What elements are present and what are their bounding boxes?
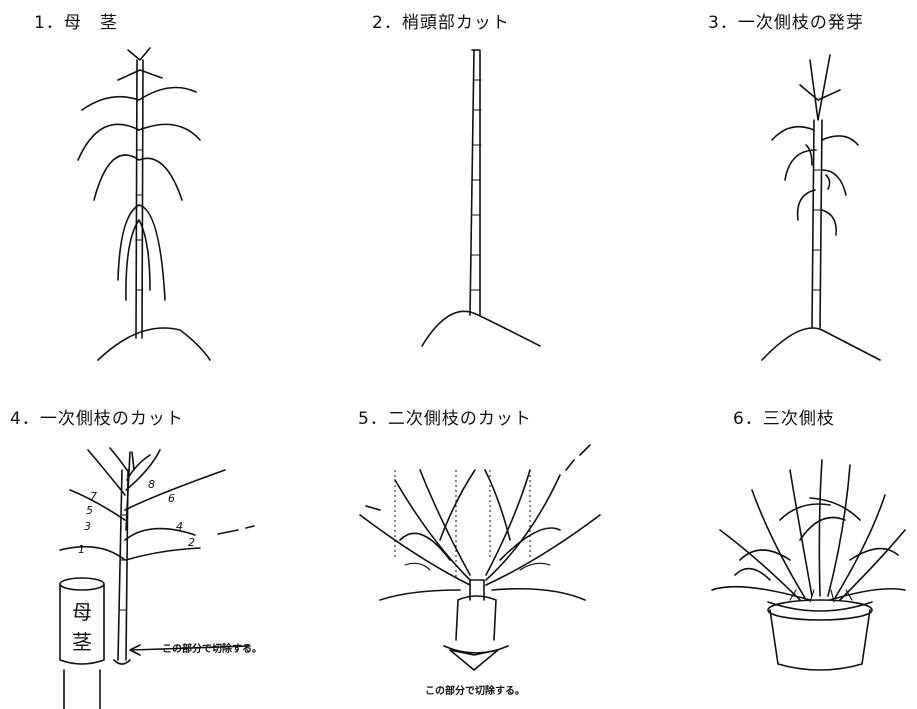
panel-6-tertiary-shoots-illustration — [0, 0, 917, 709]
